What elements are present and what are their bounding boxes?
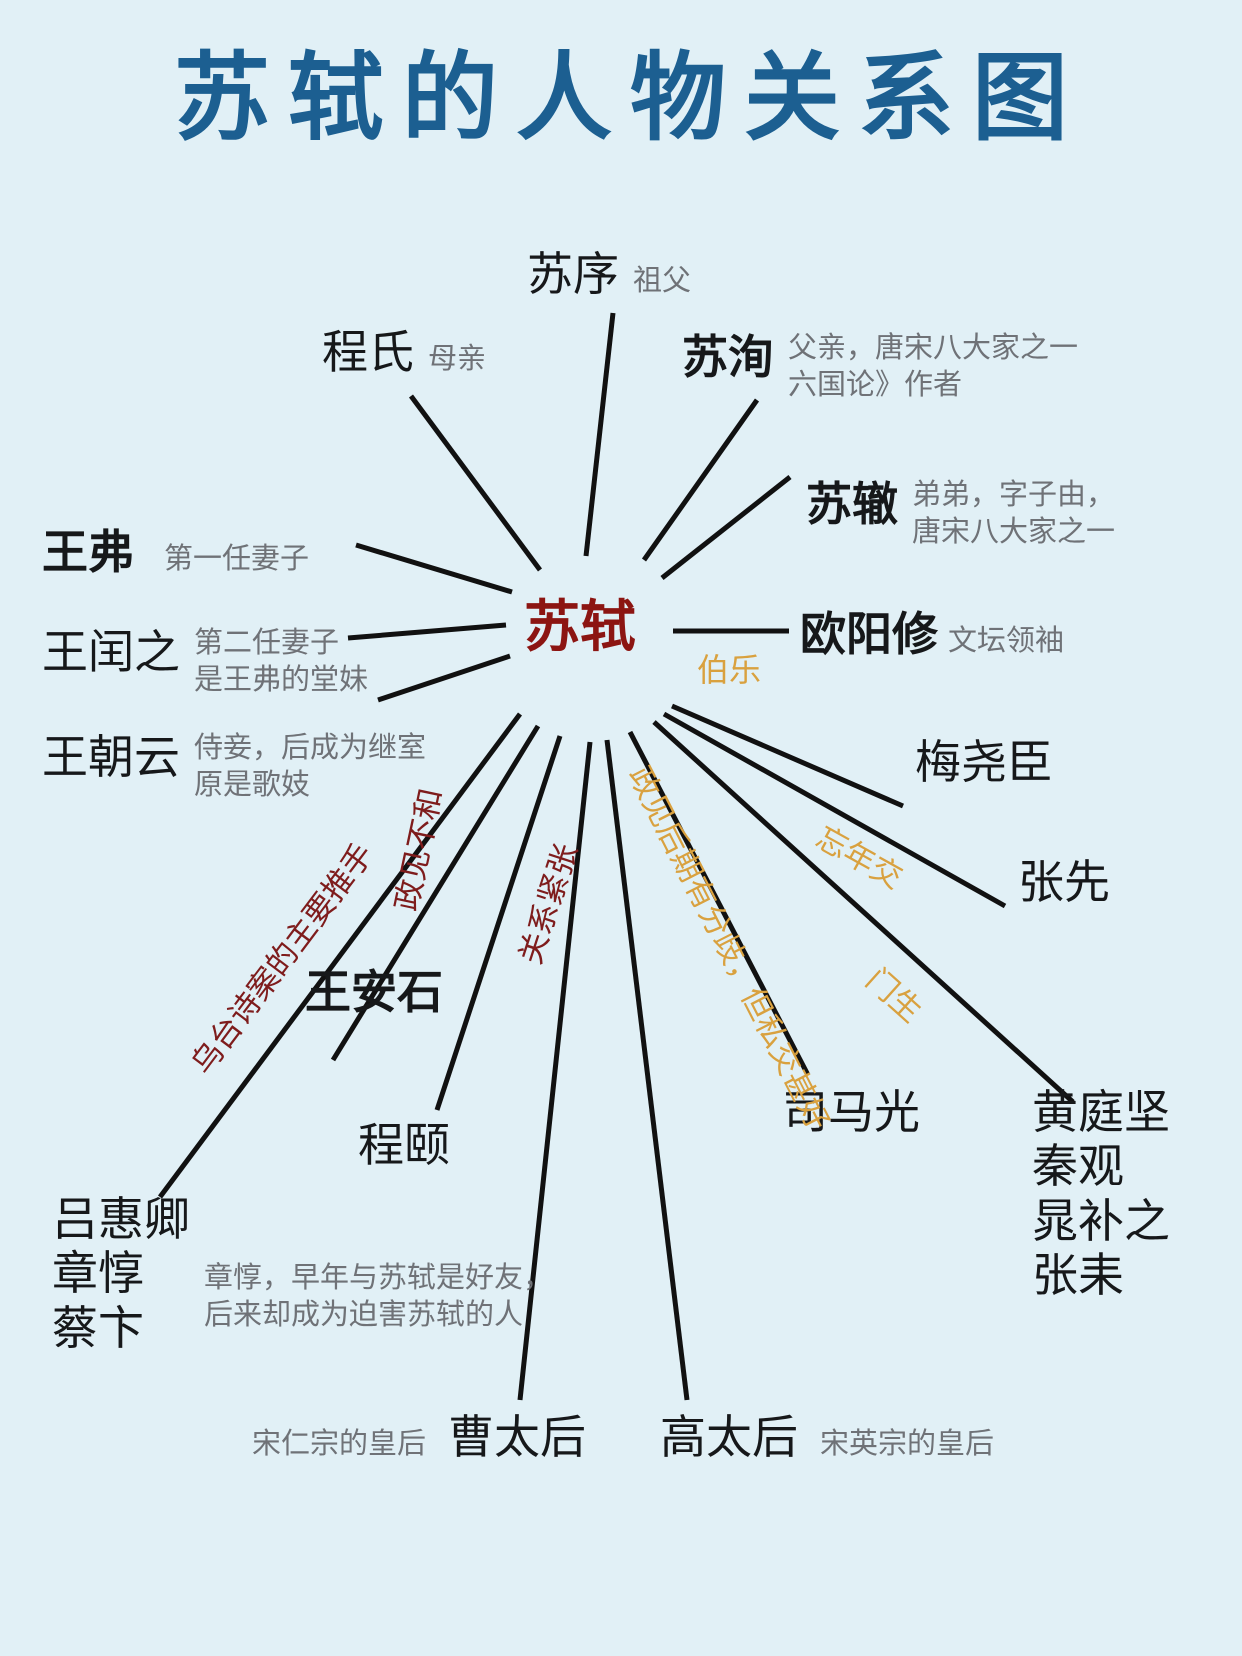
node-wang-chaoyun-note-line2: 原是歌妓 bbox=[194, 769, 311, 802]
node-cheng-shi-note: 母亲 bbox=[428, 343, 487, 375]
node-ouyang-xiu-name: 欧阳修 bbox=[800, 608, 938, 660]
edge-su-xun bbox=[641, 398, 760, 562]
edge-label-wutai: 乌台诗案的主要推手 bbox=[184, 836, 381, 1081]
node-opponent-lv-huiqing: 吕惠卿 bbox=[52, 1193, 190, 1245]
node-opponent-zhang-dun: 章惇 bbox=[52, 1247, 144, 1300]
node-su-xun[interactable]: 苏洵 父亲，唐宋八大家之一 六国论》作者 bbox=[682, 330, 1078, 404]
node-wang-chaoyun-note: 侍妾，后成为继室 原是歌妓 bbox=[194, 730, 426, 804]
node-cheng-shi[interactable]: 程氏 母亲 bbox=[322, 325, 486, 379]
node-mei-yaochen-name: 梅尧臣 bbox=[915, 736, 1053, 788]
center-node-label: 苏轼 bbox=[524, 595, 636, 658]
node-wang-chaoyun[interactable]: 王朝云 侍妾，后成为继室 原是歌妓 bbox=[42, 730, 426, 804]
edge-wang-chaoyun bbox=[377, 653, 511, 703]
edge-label-bole: 伯乐 bbox=[697, 652, 762, 688]
node-wang-runzhi-note-line1: 第二任妻子 bbox=[194, 627, 340, 659]
node-sima-guang-name: 司马光 bbox=[782, 1086, 920, 1138]
node-gao-taihou-name: 高太后 bbox=[660, 1411, 798, 1463]
node-ouyang-xiu[interactable]: 欧阳修 文坛领袖 bbox=[800, 607, 1064, 661]
node-su-xun-note: 父亲，唐宋八大家之一 六国论》作者 bbox=[788, 330, 1078, 404]
node-gao-taihou-note: 宋英宗的皇后 bbox=[820, 1428, 995, 1460]
node-wang-chaoyun-note-line1: 侍妾，后成为继室 bbox=[194, 732, 427, 764]
center-node[interactable]: 苏轼 bbox=[524, 594, 636, 660]
node-opponents-note: 章惇，早年与苏轼是好友， 后来却成为迫害苏轼的人 bbox=[204, 1192, 552, 1334]
node-wang-runzhi-name: 王闰之 bbox=[42, 626, 180, 678]
node-zhang-xian-name: 张先 bbox=[1018, 856, 1110, 908]
node-wang-runzhi[interactable]: 王闰之 第二任妻子 是王弗的堂妹 bbox=[42, 625, 368, 699]
edge-wang-runzhi bbox=[347, 622, 507, 641]
edge-wang-fu bbox=[355, 542, 513, 595]
node-su-zhe-note-line2: 唐宋八大家之一 bbox=[912, 516, 1116, 549]
node-cao-taihou-name: 曹太后 bbox=[448, 1411, 587, 1463]
node-su-zhe-name: 苏辙 bbox=[806, 478, 898, 530]
node-su-zhe[interactable]: 苏辙 弟弟，字子由， 唐宋八大家之一 bbox=[806, 477, 1115, 551]
edge-su-zhe bbox=[660, 475, 792, 580]
node-wang-anshi-name: 王安石 bbox=[305, 966, 443, 1018]
edge-label-wangnianjiao: 忘年交 bbox=[810, 819, 909, 896]
node-su-xu[interactable]: 苏序 祖父 bbox=[527, 247, 691, 301]
node-opponent-cai-bian: 蔡卞 bbox=[52, 1301, 144, 1354]
edge-label-mensheng: 门生 bbox=[859, 961, 929, 1030]
node-su-xun-note-line2: 六国论》作者 bbox=[788, 369, 963, 402]
node-wang-runzhi-note-line2: 是王弗的堂妹 bbox=[194, 664, 369, 697]
node-su-xun-note-line1: 父亲，唐宋八大家之一 bbox=[788, 332, 1079, 364]
node-disciple-huang-tingjian: 黄庭坚 bbox=[1032, 1086, 1170, 1138]
node-su-xu-name: 苏序 bbox=[527, 248, 619, 300]
edge-label-guanxi-jinzhang: 关系紧张 bbox=[512, 839, 585, 969]
node-su-xun-name: 苏洵 bbox=[682, 331, 774, 383]
node-wang-runzhi-note: 第二任妻子 是王弗的堂妹 bbox=[194, 625, 368, 699]
node-cao-taihou[interactable]: 宋仁宗的皇后 曹太后 bbox=[252, 1410, 586, 1464]
node-zhang-xian[interactable]: 张先 bbox=[1018, 855, 1110, 909]
node-mei-yaochen[interactable]: 梅尧臣 bbox=[915, 735, 1053, 789]
node-su-zhe-note: 弟弟，字子由， 唐宋八大家之一 bbox=[912, 477, 1115, 551]
edge-cheng-shi bbox=[408, 394, 543, 572]
node-cheng-yi-name: 程颐 bbox=[358, 1119, 450, 1171]
node-su-zhe-note-line1: 弟弟，字子由， bbox=[912, 479, 1116, 511]
node-ouyang-xiu-note: 文坛领袖 bbox=[948, 625, 1065, 657]
node-cheng-yi[interactable]: 程颐 bbox=[358, 1118, 450, 1172]
node-opponents-names: 吕惠卿 章惇 蔡卞 bbox=[52, 1192, 190, 1355]
edge-mei-yaochen bbox=[671, 703, 904, 809]
page-title: 苏轼的人物关系图 bbox=[174, 45, 1086, 152]
node-disciples[interactable]: 黄庭坚 秦观 晁补之 张耒 bbox=[1032, 1085, 1170, 1302]
node-su-xu-note: 祖父 bbox=[633, 265, 692, 297]
node-wang-anshi[interactable]: 王安石 bbox=[305, 965, 443, 1019]
node-disciple-chao-buzhi: 晁补之 bbox=[1032, 1194, 1170, 1247]
node-gao-taihou[interactable]: 高太后 宋英宗的皇后 bbox=[660, 1410, 994, 1464]
node-opponents-note-line1: 章惇，早年与苏轼是好友， bbox=[204, 1262, 553, 1294]
node-disciple-zhang-lei: 张耒 bbox=[1032, 1248, 1124, 1301]
node-disciple-qin-guan: 秦观 bbox=[1032, 1140, 1124, 1193]
node-cao-taihou-note: 宋仁宗的皇后 bbox=[252, 1428, 427, 1460]
node-opponents[interactable]: 吕惠卿 章惇 蔡卞 章惇，早年与苏轼是好友， 后来却成为迫害苏轼的人 bbox=[52, 1192, 552, 1355]
node-cheng-shi-name: 程氏 bbox=[322, 326, 414, 378]
node-wang-fu-note: 第一任妻子 bbox=[164, 543, 310, 575]
node-opponents-note-line2: 后来却成为迫害苏轼的人 bbox=[204, 1299, 524, 1332]
node-sima-guang[interactable]: 司马光 bbox=[782, 1085, 920, 1139]
node-wang-chaoyun-name: 王朝云 bbox=[42, 731, 180, 783]
node-wang-fu-name: 王弗 bbox=[42, 526, 134, 578]
node-wang-fu[interactable]: 王弗 第一任妻子 bbox=[42, 525, 309, 579]
edge-label-sima-relation: 政见后期有分歧，但私交甚好 bbox=[621, 760, 836, 1136]
edge-su-xu bbox=[583, 312, 616, 557]
